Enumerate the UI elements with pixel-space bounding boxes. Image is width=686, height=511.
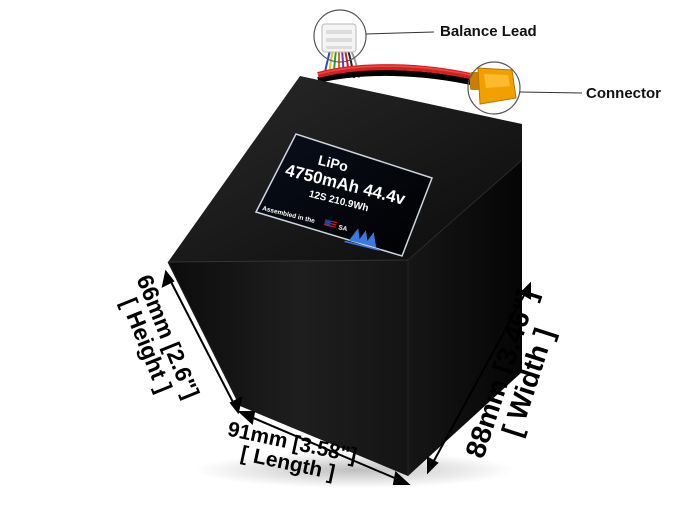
balance-lead-callout-line <box>365 31 435 35</box>
brand-logo-icon: MA <box>344 228 380 251</box>
usa-flag-icon <box>324 219 338 228</box>
balance-connector-plug <box>321 23 357 53</box>
connector-label: Connector <box>586 85 661 102</box>
xt-connector <box>470 67 517 105</box>
dimension-arrows <box>161 269 531 485</box>
width-arrow <box>429 287 529 469</box>
balance-lead-callout-circle <box>313 9 367 63</box>
connector-callout-line <box>519 91 583 94</box>
product-label: LiPo 4750mAh 44.4v 12S 210.9Wh Assembled… <box>254 133 433 257</box>
label-assembled-suffix: SA <box>338 224 349 233</box>
balance-lead-label: Balance Lead <box>440 23 537 40</box>
connector-callout-circle <box>467 61 521 115</box>
power-leads <box>317 64 481 87</box>
height-arrow <box>167 275 237 409</box>
length-arrow <box>243 413 405 483</box>
label-chemistry: LiPo <box>317 152 350 175</box>
